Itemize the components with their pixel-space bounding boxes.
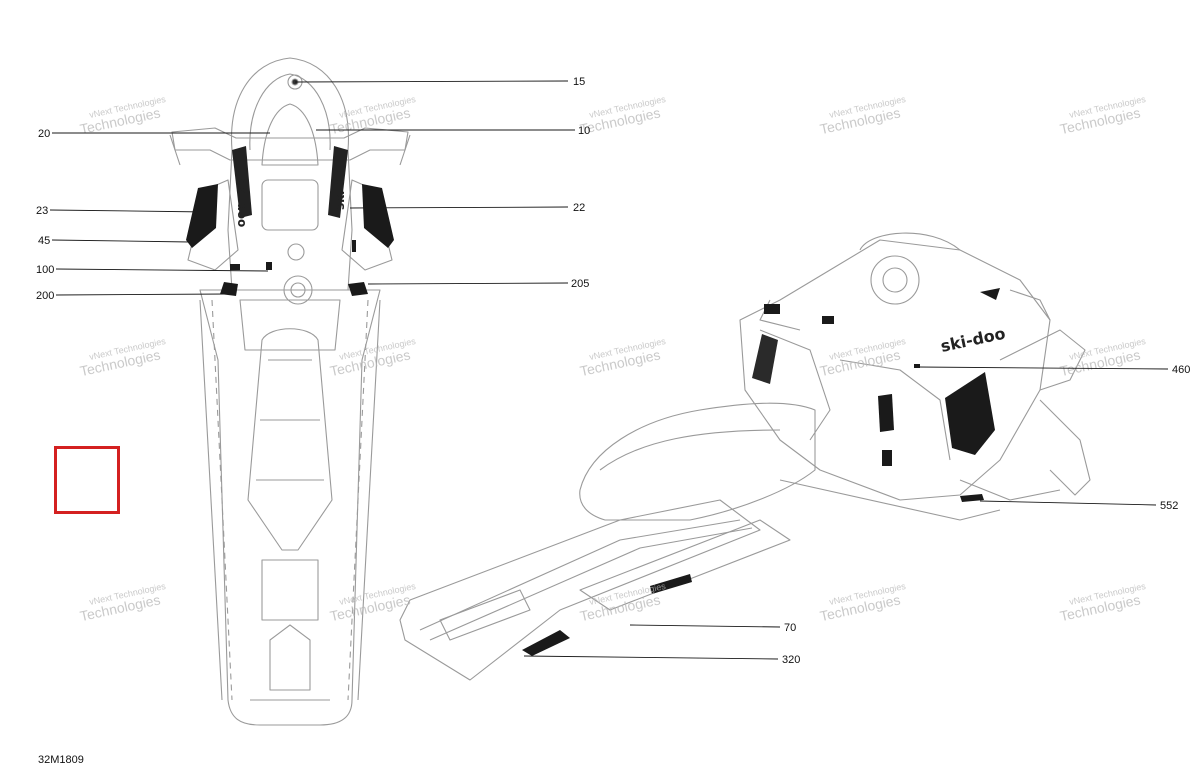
callout-15: 15: [573, 76, 585, 88]
top-decal-text: ski-doo ski-doo: [235, 161, 347, 228]
top-view-snowmobile: [169, 57, 411, 726]
callout-70: 70: [784, 622, 796, 634]
callout-leaders: [49, 80, 1169, 660]
iso-seat: [579, 402, 816, 521]
rear-tunnel: [399, 499, 761, 681]
decal-text-right: ski-doo: [333, 161, 347, 210]
callout-45: 45: [38, 235, 50, 247]
callout-labels: 15 10 20 23 22 45 100 200 205 460 552 70…: [36, 76, 1190, 666]
selection-highlight-box[interactable]: [54, 446, 120, 514]
callout-320: 320: [782, 654, 800, 666]
callout-552: 552: [1160, 500, 1178, 512]
diagram-id-label: 32M1809: [38, 754, 84, 766]
isometric-decals: [522, 288, 1000, 656]
hood-outline: [227, 57, 353, 291]
callout-20: 20: [38, 128, 50, 140]
isometric-view-snowmobile: [399, 232, 1091, 681]
decal-text-left: ski-doo: [235, 178, 249, 227]
callout-10: 10: [578, 125, 590, 137]
callout-22: 22: [573, 202, 585, 214]
decal-text-iso: ski-doo: [939, 324, 1007, 356]
seat-outline: [247, 328, 333, 551]
top-view-decals: [186, 146, 394, 296]
callout-200: 200: [36, 290, 54, 302]
callout-205: 205: [571, 278, 589, 290]
callout-23: 23: [36, 205, 48, 217]
callout-100: 100: [36, 264, 54, 276]
callout-460: 460: [1172, 364, 1190, 376]
iso-body: [739, 239, 1051, 501]
tunnel-outline: [199, 289, 381, 726]
